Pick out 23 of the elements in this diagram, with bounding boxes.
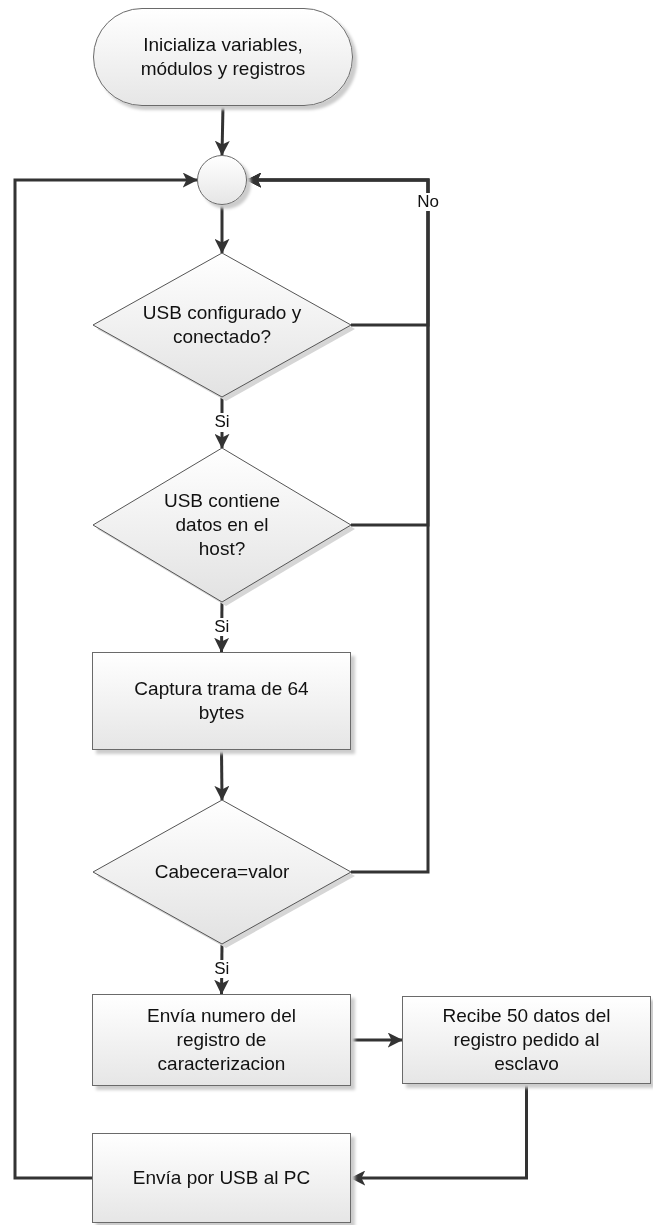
arrow <box>214 205 230 254</box>
edge-label: Si <box>213 413 231 432</box>
arrow <box>351 1032 403 1048</box>
node-text: Envía numero del registro de caracterizacion <box>146 1004 297 1076</box>
node-text: Captura trama de 64 bytes <box>133 677 310 725</box>
edge-label: Si <box>213 617 231 637</box>
arrow <box>214 105 230 156</box>
node-text: Envía por USB al PC <box>131 1166 312 1190</box>
process-box <box>92 994 351 1086</box>
node-text: Inicializa variables, módulos y registros <box>139 33 307 81</box>
process-box <box>92 652 351 750</box>
process-box <box>402 996 651 1084</box>
connector-circle <box>197 155 247 205</box>
node-text: Recibe 50 datos del registro pedido al esclavo <box>441 1004 612 1076</box>
start-terminator <box>93 8 353 106</box>
edge-label: No <box>416 192 440 212</box>
arrow <box>350 1084 528 1186</box>
arrow <box>246 172 430 874</box>
process-box <box>92 1133 351 1223</box>
arrow <box>13 172 198 1180</box>
arrow <box>214 750 230 801</box>
edge-label: Si <box>213 959 231 979</box>
arrow <box>214 397 230 449</box>
